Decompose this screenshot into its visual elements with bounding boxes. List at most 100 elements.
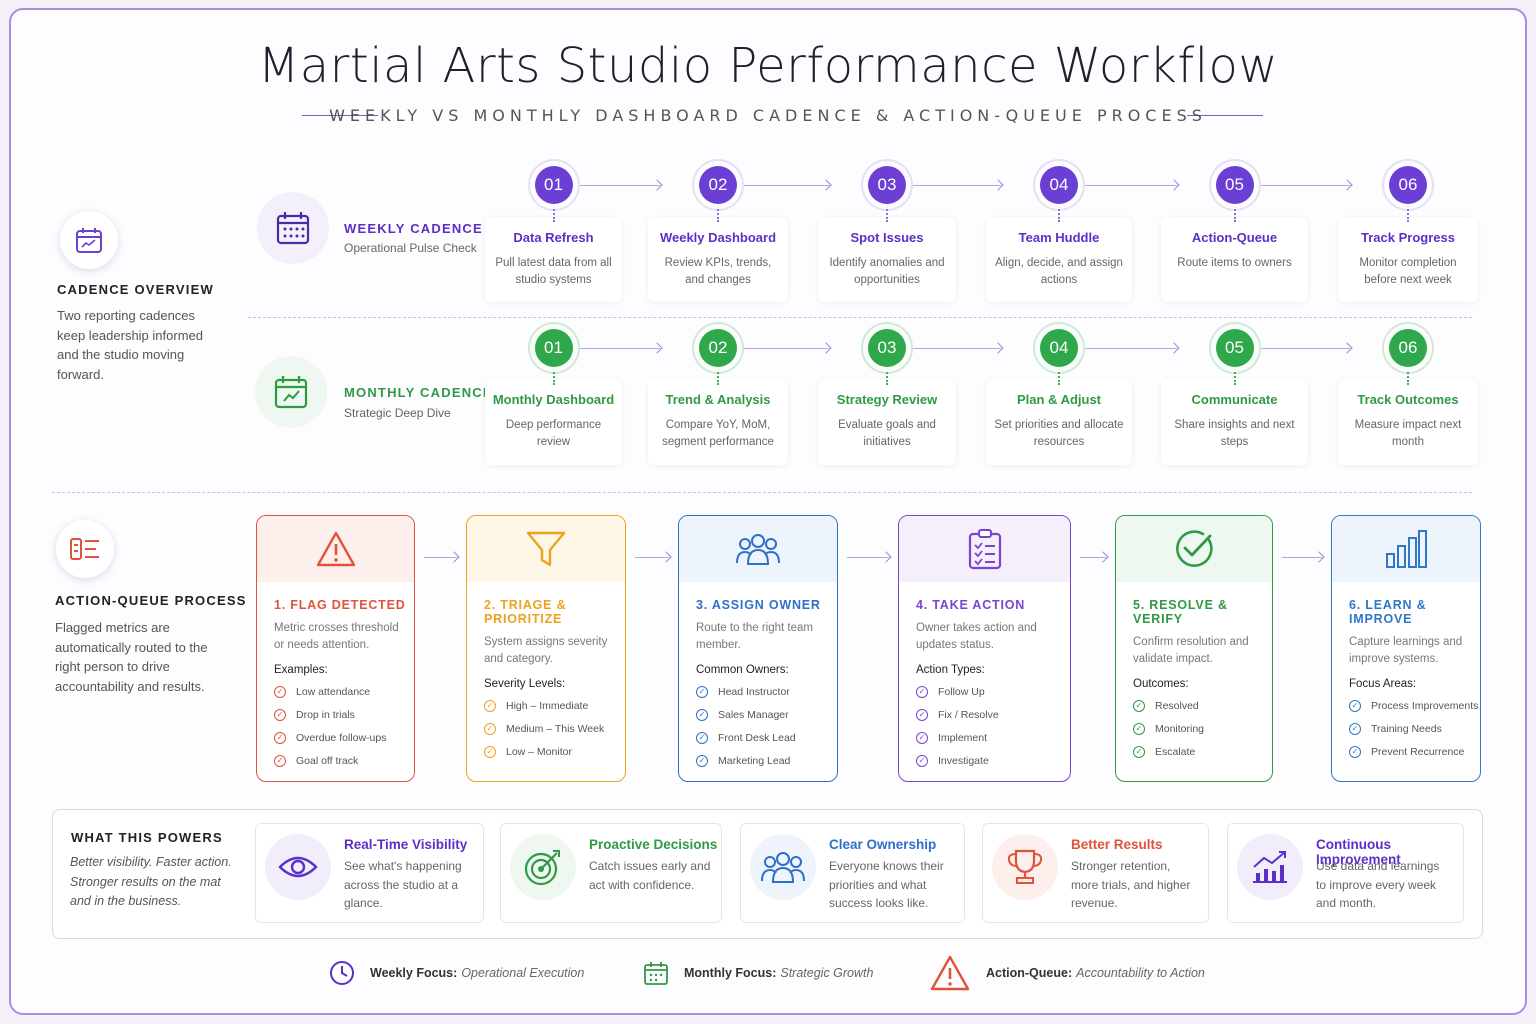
queue-stage-title: 4. TAKE ACTION (916, 598, 1026, 612)
section-divider (52, 492, 1472, 493)
queue-stage-item-label: Low – Monitor (506, 745, 572, 758)
step-title: Action-Queue (1191, 230, 1278, 245)
step-description: Evaluate goals and initiatives (838, 419, 936, 448)
queue-text: Flagged metrics are automatically routed… (55, 620, 208, 694)
queue-stage-item-label: Training Needs (1371, 722, 1442, 735)
powers-card-title: Better Results (1071, 837, 1163, 852)
queue-stage-card: 3. ASSIGN OWNER Route to the right team m… (678, 515, 838, 782)
queue-stage-item-label: Sales Manager (718, 708, 789, 721)
step-connector (552, 206, 555, 222)
queue-stage-list-label: Examples: (274, 664, 328, 676)
calendar-icon (60, 211, 118, 269)
subtitle-rule-right (1187, 115, 1263, 116)
queue-stage-list-label: Focus Areas: (1349, 678, 1417, 690)
monthly-heading: MONTHLY CADENCE (344, 385, 493, 400)
queue-stage-item: ✓Goal off track (257, 749, 414, 772)
powers-card-title: Proactive Decisions (589, 837, 718, 852)
queue-stage-description: Route to the right team member. (696, 622, 813, 651)
page-title: Martial Arts Studio Performance Workflow (257, 38, 1279, 94)
queue-stage-item-label: Follow Up (938, 685, 985, 698)
queue-stage-item: ✓Low attendance (257, 680, 414, 703)
step-connector (1407, 369, 1409, 385)
powers-card-title: Real-Time Visibility (344, 837, 468, 852)
queue-stage-title: 2. TRIAGE & PRIORITIZE (484, 598, 567, 626)
queue-stage-title: 5. RESOLVE & VERIFY (1133, 598, 1228, 626)
check-icon: ✓ (484, 745, 496, 758)
step-number-badge: 01 (534, 329, 573, 367)
check-icon: ✓ (696, 708, 708, 721)
monthly-arrow (1085, 348, 1177, 349)
step-number-badge: 06 (1389, 166, 1427, 204)
check-icon: ✓ (916, 754, 928, 767)
queue-stage-item: ✓ Monitoring (1116, 717, 1272, 740)
queue-stage-list-label: Common Owners: (696, 664, 789, 676)
queue-stage-item: ✓Front Desk Lead (679, 726, 837, 749)
queue-stage-item-label: High – Immediate (506, 699, 589, 712)
step-title: Data Refresh (513, 230, 594, 245)
step-number-badge: 06 (1389, 329, 1427, 367)
footer-legend-item: Monthly Focus:Strategic Growth (643, 960, 873, 986)
queue-arrow (635, 557, 669, 558)
queue-stage-item-label: Prevent Recurrence (1371, 745, 1465, 758)
powers-card-description: Stronger retention, more trials, and hig… (1071, 859, 1191, 910)
clock-icon (329, 960, 355, 986)
weekly-subheading: Operational Pulse Check (344, 241, 477, 255)
footer-legend-label: Action-Queue: (986, 966, 1073, 980)
check-icon: ✓ (916, 708, 928, 721)
step-number-badge: 01 (534, 166, 573, 204)
check-icon: ✓ (1349, 699, 1361, 712)
check-icon: ✓ (1133, 722, 1145, 735)
queue-stage-item: ✓Marketing Lead (679, 749, 837, 772)
cadence-divider (248, 317, 1472, 318)
queue-stage-item: ✓Follow Up (899, 680, 1070, 703)
monthly-calendar-icon (255, 356, 327, 428)
queue-stage-item: ✓Medium – This Week (467, 717, 625, 740)
queue-stage-item-label: Monitoring (1155, 722, 1205, 735)
queue-stage-item: ✓ Drop in trials (257, 703, 414, 726)
powers-card-description: Use data and learnings to improve every … (1316, 859, 1440, 910)
monthly-arrow (744, 348, 829, 349)
queue-stage-title: 3. ASSIGN OWNER (696, 598, 821, 612)
step-title: Communicate (1191, 392, 1278, 407)
step-description: Deep performance review (505, 419, 602, 448)
queue-stage-item: ✓Implement (899, 726, 1070, 749)
weekly-heading: WEEKLY CADENCE (344, 221, 483, 236)
step-connector (886, 206, 888, 222)
step-description: Measure impact next month (1354, 419, 1462, 448)
step-title: Spot Issues (850, 230, 924, 245)
step-description: Review KPIs, trends, and changes (664, 257, 772, 286)
step-number-badge: 03 (868, 166, 906, 204)
filter-icon (467, 516, 625, 582)
queue-stage-item: ✓Overdue follow-ups (257, 726, 414, 749)
footer-legend-item: Weekly Focus:Operational Execution (329, 960, 584, 986)
step-connector (1407, 206, 1409, 222)
queue-arrow (424, 557, 457, 558)
step-description: Identify anomalies and opportunities (829, 257, 945, 286)
powers-card-description: See what's happening across the studio a… (344, 859, 462, 910)
step-description: Share insights and next steps (1174, 419, 1295, 448)
team-icon (750, 834, 816, 900)
queue-stage-item-label: Drop in trials (296, 708, 355, 721)
monthly-arrow (913, 348, 1001, 349)
powers-card-description: Everyone knows their priorities and what… (829, 859, 944, 910)
target-icon (510, 834, 576, 900)
check-icon: ✓ (1349, 722, 1361, 735)
team-icon (679, 516, 837, 582)
queue-stage-item: ✓ Sales Manager (679, 703, 837, 726)
check-icon: ✓ (274, 708, 286, 721)
calendar-icon (643, 960, 669, 986)
queue-stage-description: System assigns severity and category. (484, 636, 608, 665)
queue-stage-item: ✓Escalate (1116, 740, 1272, 763)
check-icon: ✓ (696, 731, 708, 744)
check-icon: ✓ (484, 722, 496, 735)
queue-list-icon (56, 520, 114, 578)
subtitle-rule-left (302, 115, 378, 116)
footer-legend-label: Weekly Focus: (370, 966, 458, 980)
